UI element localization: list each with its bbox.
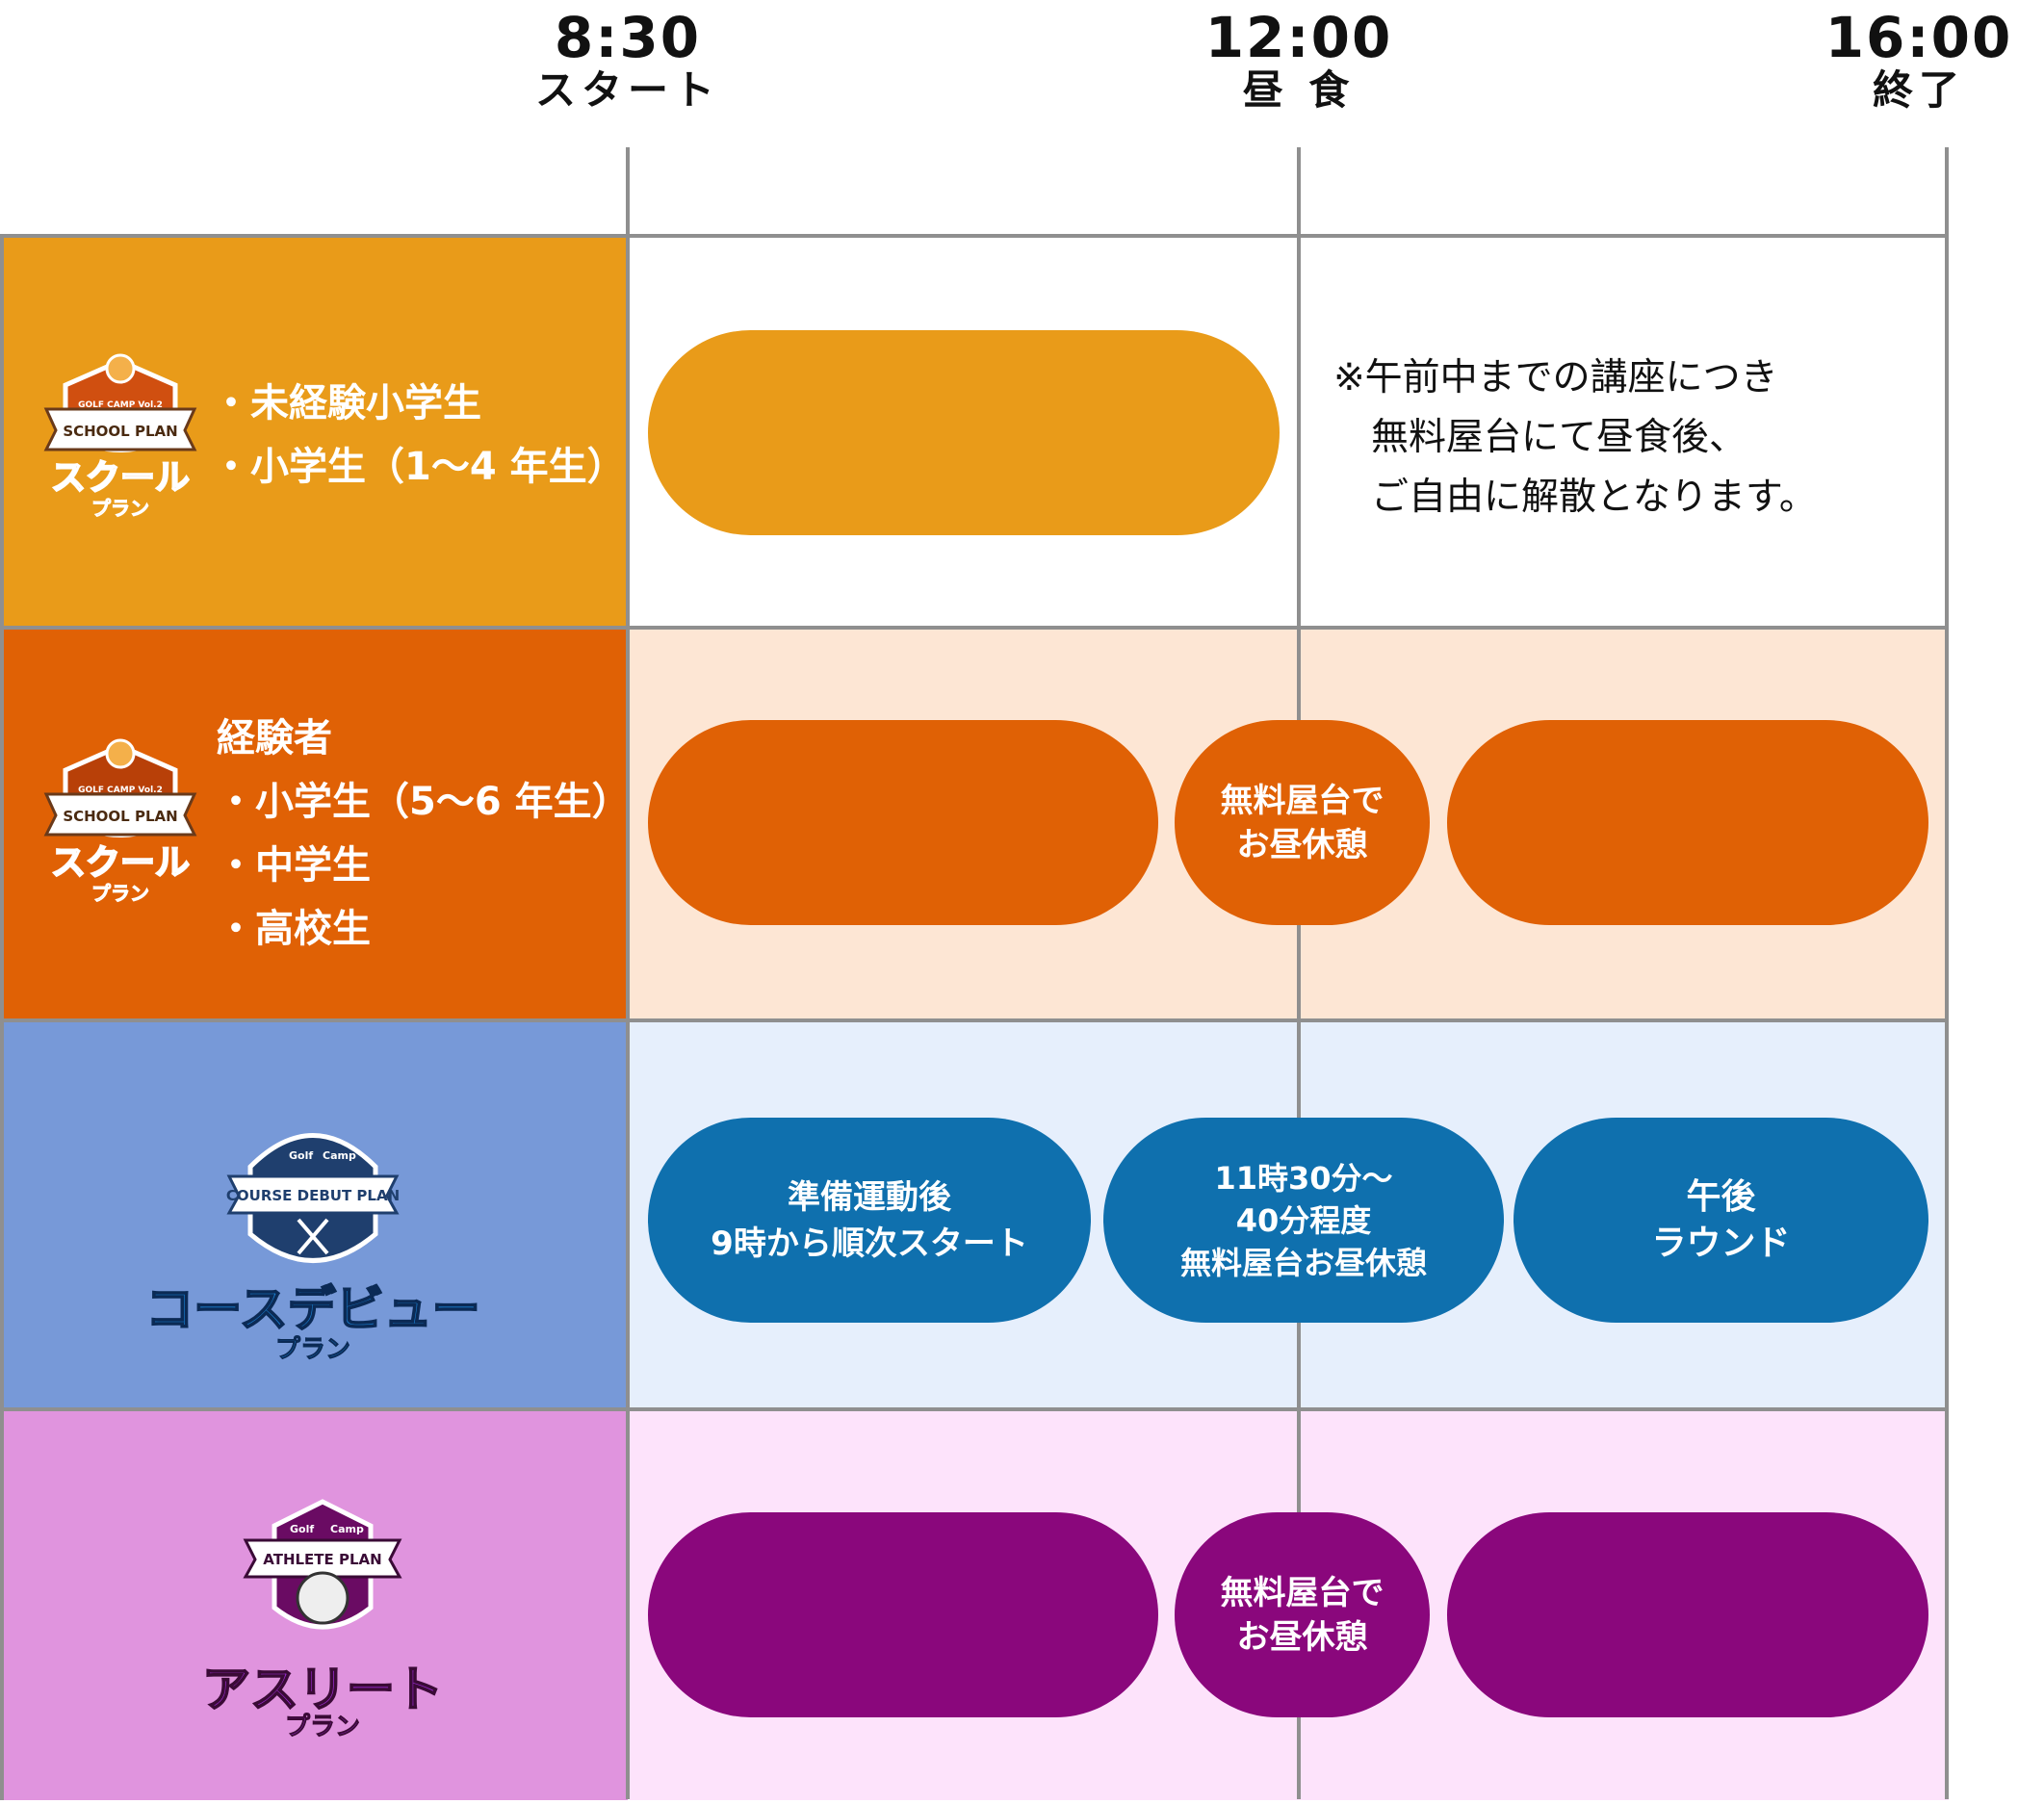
svg-text:スクール: スクール [51, 458, 190, 498]
course-lunch-line: 無料屋台お昼休憩 [1179, 1244, 1427, 1281]
athlete-lunch-line: 無料屋台で [1220, 1573, 1384, 1612]
svg-text:プラン: プラン [285, 1713, 360, 1741]
school-exp-afternoon-session [1447, 720, 1928, 925]
course-afternoon-line: ラウンド [1651, 1223, 1791, 1263]
time-lunch-value: 12:00 [1204, 5, 1393, 70]
time-start: 8:30 スタート [503, 8, 753, 114]
time-lunch: 12:00 昼 食 [1174, 8, 1424, 114]
course-morning-line: 準備運動後 [788, 1177, 951, 1217]
time-start-value: 8:30 [554, 5, 702, 70]
athlete-lunch-line: お昼休憩 [1236, 1617, 1368, 1657]
school-target-list: ・未経験小学生 ・小学生（1〜4 年生） [212, 372, 626, 499]
school-note: ※午前中までの講座につき 無料屋台にて昼食後、 ご自由に解散となります。 [1333, 348, 1817, 528]
school-exp-target-item: ・高校生 [217, 907, 371, 951]
course-lunch-line: 40分程度 [1235, 1201, 1372, 1239]
svg-text:プラン: プラン [91, 497, 149, 520]
course-afternoon-line: 午後 [1686, 1176, 1756, 1217]
svg-text:スクール: スクール [51, 843, 190, 883]
school-morning-session [648, 330, 1280, 535]
course-lunch-line: 11時30分〜 [1214, 1159, 1393, 1197]
course-afternoon-round: 午後 ラウンド [1514, 1118, 1928, 1323]
svg-text:SCHOOL PLAN: SCHOOL PLAN [63, 808, 177, 825]
school-note-line: 無料屋台にて昼食後、 [1333, 416, 1747, 459]
school-exp-target-item: 経験者 [217, 716, 332, 760]
school-exp-lunch-break: 無料屋台で お昼休憩 [1175, 720, 1430, 925]
svg-text:Camp: Camp [330, 1523, 364, 1535]
course-morning-session: 準備運動後 9時から順次スタート [648, 1118, 1091, 1323]
svg-text:ATHLETE PLAN: ATHLETE PLAN [263, 1551, 381, 1568]
svg-text:Golf: Golf [290, 1523, 314, 1535]
school-target-item: ・未経験小学生 [212, 381, 481, 425]
course-debut-plan-logo: Golf Camp COURSE DEBUT PLAN コースデビュー プラン [144, 1133, 481, 1365]
svg-text:プラン: プラン [91, 882, 149, 905]
grid-line-top [4, 234, 1949, 238]
grid-line-end [1945, 147, 1949, 1799]
school-note-line: ご自由に解散となります。 [1333, 476, 1817, 519]
school-exp-morning-session [648, 720, 1158, 925]
school-exp-target-item: ・小学生（5〜6 年生） [217, 780, 631, 824]
course-morning-line: 9時から順次スタート [711, 1224, 1028, 1263]
svg-text:コースデビュー: コースデビュー [145, 1281, 480, 1337]
svg-text:プラン: プラン [275, 1335, 350, 1364]
svg-text:アスリート: アスリート [202, 1662, 443, 1717]
svg-text:GOLF CAMP Vol.2: GOLF CAMP Vol.2 [78, 786, 163, 795]
school-target-item: ・小学生（1〜4 年生） [212, 445, 626, 489]
school-exp-lunch-line: 無料屋台で [1220, 781, 1384, 820]
grid-line-left [0, 234, 4, 1800]
svg-text:SCHOOL PLAN: SCHOOL PLAN [63, 423, 177, 440]
svg-text:COURSE DEBUT PLAN: COURSE DEBUT PLAN [226, 1187, 400, 1204]
time-end-label: 終了 [1872, 66, 1965, 114]
grid-line-start [626, 147, 630, 1799]
time-end: 16:00 終了 [1794, 8, 2044, 114]
school-exp-lunch-line: お昼休憩 [1236, 825, 1368, 864]
school-note-line: ※午前中までの講座につき [1333, 356, 1778, 399]
school-plan-logo: GOLF CAMP Vol.2 SCHOOL PLAN スクール プラン [43, 353, 197, 521]
time-end-value: 16:00 [1824, 5, 2013, 70]
grid-line-row2 [4, 1018, 1949, 1022]
svg-text:Golf: Golf [289, 1149, 313, 1162]
grid-line-row3 [4, 1407, 1949, 1411]
school-exp-target-list: 経験者 ・小学生（5〜6 年生） ・中学生 ・高校生 [217, 707, 631, 961]
grid-line-row1 [4, 626, 1949, 630]
school-exp-target-item: ・中学生 [217, 843, 371, 888]
svg-text:GOLF CAMP Vol.2: GOLF CAMP Vol.2 [78, 400, 163, 410]
school-plan-logo: GOLF CAMP Vol.2 SCHOOL PLAN スクール プラン [43, 738, 197, 906]
grid-line-lunch [1297, 147, 1301, 1799]
svg-text:Camp: Camp [323, 1149, 356, 1162]
time-lunch-label: 昼 食 [1242, 66, 1356, 114]
athlete-lunch-break: 無料屋台で お昼休憩 [1175, 1512, 1430, 1717]
athlete-afternoon-session [1447, 1512, 1928, 1717]
time-start-label: スタート [534, 66, 720, 114]
course-lunch-break: 11時30分〜 40分程度 無料屋台お昼休憩 [1103, 1118, 1504, 1323]
athlete-morning-session [648, 1512, 1158, 1717]
athlete-plan-logo: Golf Camp ATHLETE PLAN アスリート プラン [201, 1499, 444, 1742]
